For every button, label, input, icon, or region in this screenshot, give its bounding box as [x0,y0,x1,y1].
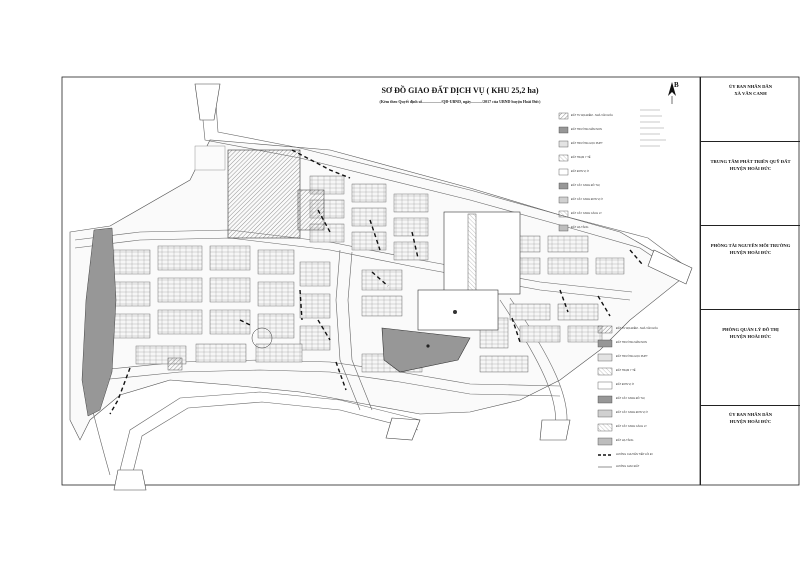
zone-existing [194,145,226,171]
legend-lower-swatches [597,325,613,468]
title-block-line: PHÒNG TÀI NGUYÊN MÔI TRƯỜNG [710,243,791,248]
drawing-subtitle: (Kèm theo Quyết định số.................… [379,99,541,104]
legend-upper-label: ĐẤT HẠ TẦNG [571,226,589,229]
legend-upper-label: ĐẤT TƯ ĐỊA ĐIỂM - NHÀ VĂN HÓA [571,114,613,117]
title-block-cell: ỦY BAN NHÂN DÂN XÃ VÂN CANH [701,77,800,142]
legend-upper-label: ĐẤT CÂY XANH ĐƠN VỊ Ở [571,198,603,201]
legend-lower-label: ĐẤT CÂY XANH CÁCH LY [616,425,647,428]
road-stubs [113,83,693,491]
title-block-line: ỦY BAN NHÂN DÂN [728,412,773,417]
legend-upper-label: ĐẤT ĐƠN VỊ Ở [571,170,589,173]
dashed-arrow-icon [109,149,643,415]
zone-isolation-green [81,227,117,417]
title-block-line: HUYỆN HOÀI ĐỨC [729,166,772,171]
legend-lower-label: HƯỚNG CHUYỂN TIẾP LỐI ĐI [616,453,653,456]
legend-upper-label: ĐẤT TRƯỜNG MẦM NON [571,128,602,131]
zone-buffer-green [467,213,477,293]
legend-upper-label: ĐẤT TRẠM Y TẾ [571,156,591,159]
title-block-cell: ỦY BAN NHÂN DÂN HUYỆN HOÀI ĐỨC [701,405,800,485]
legend-lower-label: ĐẤT TRƯỜNG HỌC PHPT [616,355,648,358]
legend-lower-label: HƯỚNG GIAO ĐẤT [616,465,640,468]
legend-upper-label: ĐẤT CÂY XANH CÁCH LY [571,212,602,215]
legend-lower-label: ĐẤT TRẠM Y TẾ [616,369,636,372]
legend-lower-label: ĐẤT HẠ TẦNG [616,439,634,442]
north-label: B [674,81,679,89]
title-block-line: HUYỆN HOÀI ĐỨC [729,419,772,424]
legend-lower-label: ĐẤT CÂY XANH ĐÔ THỊ [616,397,645,400]
title-block-cell: PHÒNG TÀI NGUYÊN MÔI TRƯỜNG HUYỆN HOÀI Đ… [701,225,800,310]
title-block-line: XÃ VÂN CANH [734,91,767,96]
zone-infrastructure [417,289,499,331]
title-block-line: TRUNG TÂM PHÁT TRIỂN QUỸ ĐẤT [710,159,791,164]
zone-school [227,149,301,239]
zone-cultural-house [443,211,521,295]
road-network [74,89,689,477]
legend-upper-swatches [558,112,569,232]
zone-health-station [167,357,183,371]
legend-lower-label: ĐẤT TƯ ĐỊA ĐIỂM - NHÀ VĂN HÓA [616,327,658,330]
title-block: ỦY BAN NHÂN DÂN XÃ VÂN CANH TRUNG TÂM PH… [700,77,800,485]
legend-upper-label: ĐẤT CÂY XANH ĐÔ THỊ [571,184,600,187]
sheet-border [61,76,800,486]
title-block-cell: TRUNG TÂM PHÁT TRIỂN QUỸ ĐẤT HUYỆN HOÀI … [701,141,800,226]
zone-urban-park [381,327,471,373]
title-block-line: HUYỆN HOÀI ĐỨC [729,250,772,255]
title-block-line: HUYỆN HOÀI ĐỨC [729,334,772,339]
roundabout [251,327,273,349]
drawing-title: SƠ ĐỒ GIAO ĐẤT DỊCH VỤ ( KHU 25,2 ha) [381,86,539,95]
zone-marker [426,344,430,348]
zone-marker [453,310,457,314]
zone-kindergarten [297,189,325,231]
title-block-cell: PHÒNG QUẢN LÝ ĐÔ THỊ HUYỆN HOÀI ĐỨC [701,309,800,406]
title-block-line: PHÒNG QUẢN LÝ ĐÔ THỊ [722,327,779,332]
legend-lower-label: ĐẤT CÂY XANH ĐƠN VỊ Ở [616,411,648,414]
legend-lower-label: ĐẤT ĐƠN VỊ Ở [616,383,634,386]
notes-block [640,109,666,147]
title-block-line: ỦY BAN NHÂN DÂN [728,84,773,89]
legend-lower-label: ĐẤT TRƯỜNG MẦM NON [616,341,647,344]
north-arrow-icon [668,82,676,104]
legend-upper-label: ĐẤT TRƯỜNG HỌC PHPT [571,142,603,145]
